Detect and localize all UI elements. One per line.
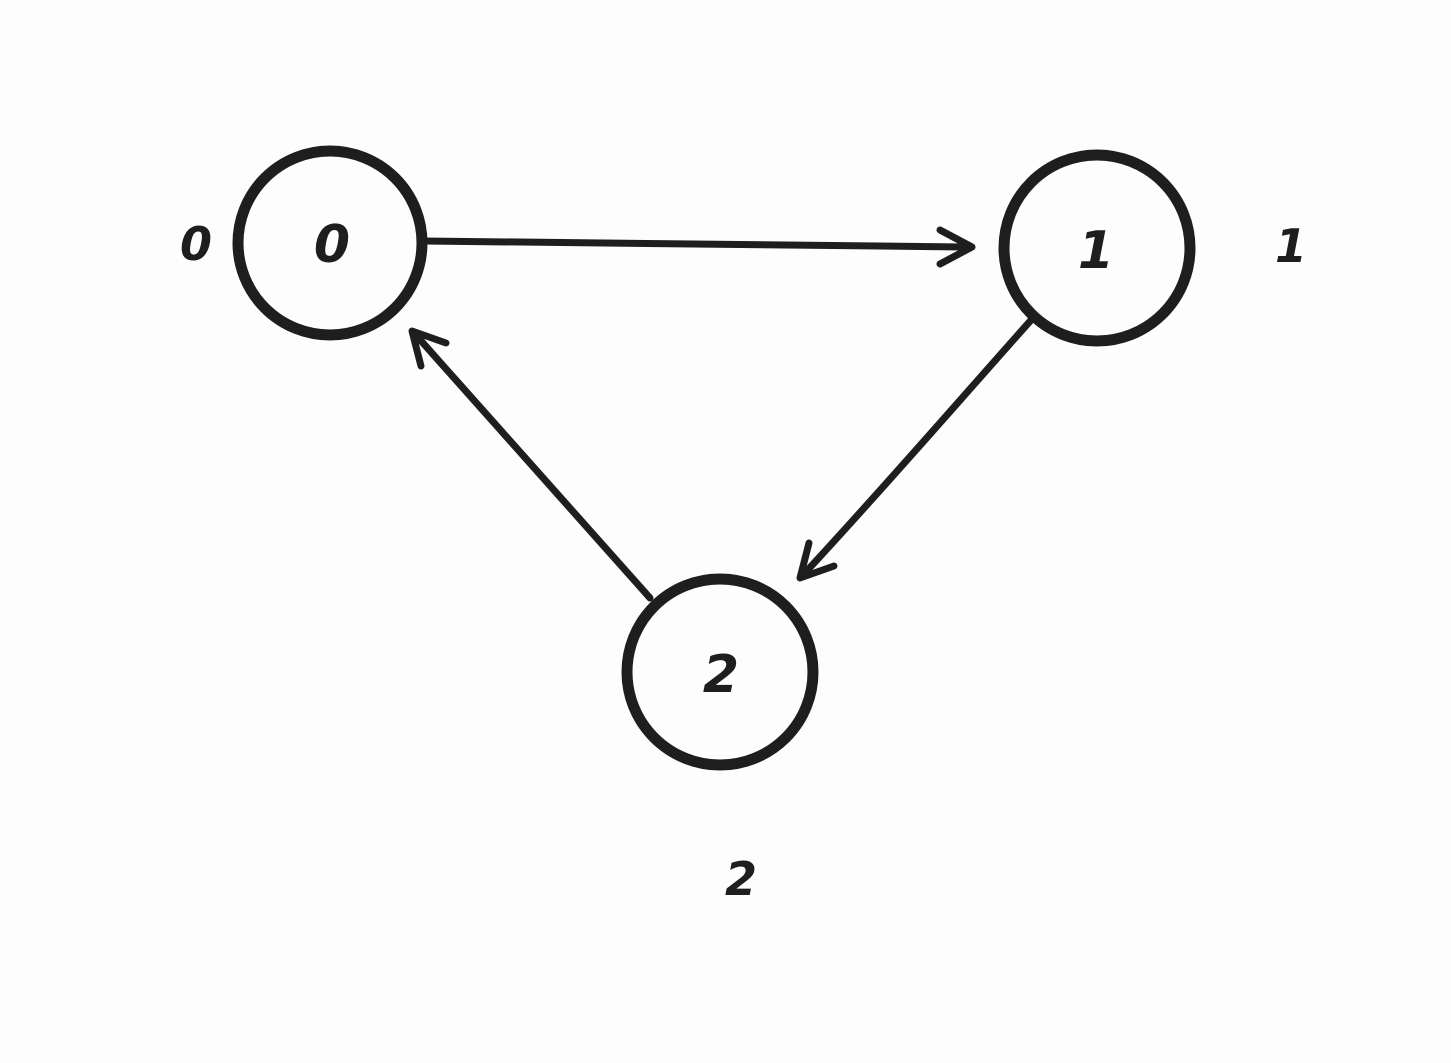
node-1-outer-label: 1 bbox=[1275, 219, 1307, 273]
edge-0-to-1-line[interactable] bbox=[420, 237, 968, 251]
edge-1-to-2-arrowhead-icon bbox=[796, 539, 838, 582]
edge-2-to-0-line[interactable] bbox=[411, 330, 654, 602]
node-2-circle[interactable] bbox=[621, 573, 819, 771]
edge-0-to-1[interactable] bbox=[420, 226, 976, 268]
edge-2-to-0[interactable] bbox=[408, 327, 654, 602]
node-1-label: 1 bbox=[1078, 221, 1114, 281]
edge-0-to-1-arrowhead-icon bbox=[936, 226, 976, 268]
node-0-outer-label: 0 bbox=[180, 217, 212, 271]
node-0-circle[interactable] bbox=[232, 145, 428, 341]
edge-1-to-2[interactable] bbox=[796, 315, 1036, 582]
node-0-label: 0 bbox=[314, 215, 350, 275]
node-2-outer-label: 2 bbox=[725, 852, 757, 906]
node-0[interactable]: 0 bbox=[232, 145, 428, 341]
node-2-label: 2 bbox=[703, 645, 739, 705]
node-2[interactable]: 2 bbox=[621, 573, 819, 771]
node-1-circle[interactable] bbox=[998, 149, 1196, 347]
edge-1-to-2-line[interactable] bbox=[799, 315, 1036, 579]
edge-2-to-0-arrowhead-icon bbox=[408, 327, 450, 370]
node-1[interactable]: 1 bbox=[998, 149, 1196, 347]
